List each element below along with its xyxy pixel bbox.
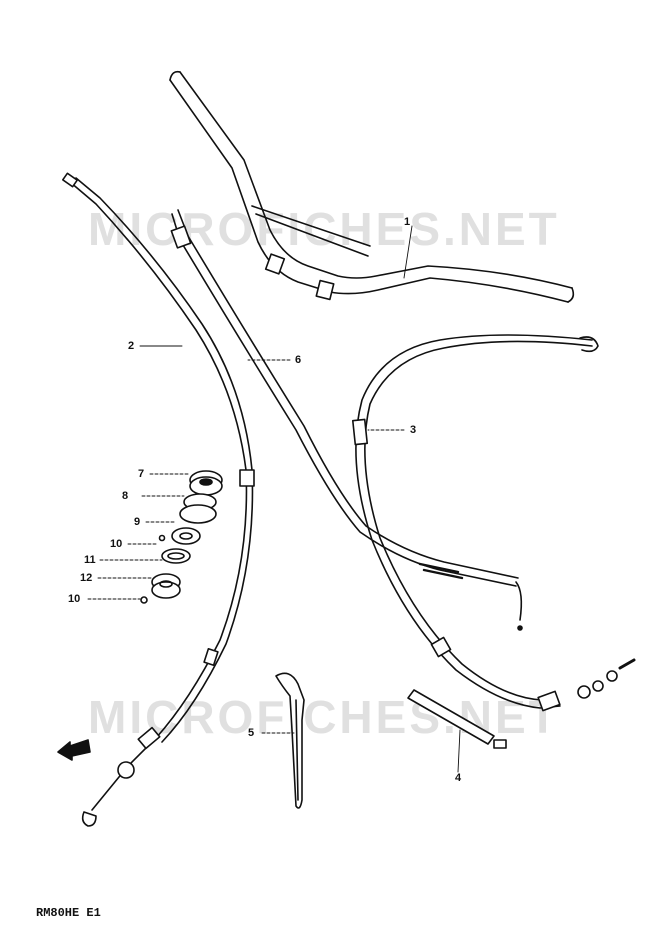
handlebar — [169, 70, 575, 303]
callout-part-11: 11 — [84, 554, 96, 566]
callout-part-10-lower: 10 — [68, 593, 81, 605]
callout-part-12: 12 — [80, 572, 93, 584]
cable-6 — [170, 209, 523, 631]
callout-part-1: 1 — [404, 216, 411, 228]
callout-part-9: 9 — [134, 516, 141, 528]
callout-part-8: 8 — [122, 490, 129, 502]
cable-strap-4 — [407, 689, 507, 749]
adjuster-hardware — [140, 470, 223, 604]
callout-part-4: 4 — [455, 772, 462, 784]
callout-part-6: 6 — [295, 354, 302, 366]
band-5 — [275, 672, 305, 809]
callout-part-3: 3 — [410, 424, 417, 436]
callout-part-2: 2 — [128, 340, 135, 352]
callout-part-5: 5 — [248, 727, 255, 739]
front-arrow-icon — [57, 739, 91, 761]
callout-part-10-upper: 10 — [110, 538, 123, 550]
cable-3 — [351, 334, 636, 712]
cable-2 — [61, 172, 255, 827]
leader-lines — [87, 225, 461, 773]
watermark-top: MICROFICHES.NET — [88, 203, 560, 255]
callout-part-7: 7 — [138, 468, 145, 480]
diagram-code: RM80HE E1 — [36, 906, 101, 920]
